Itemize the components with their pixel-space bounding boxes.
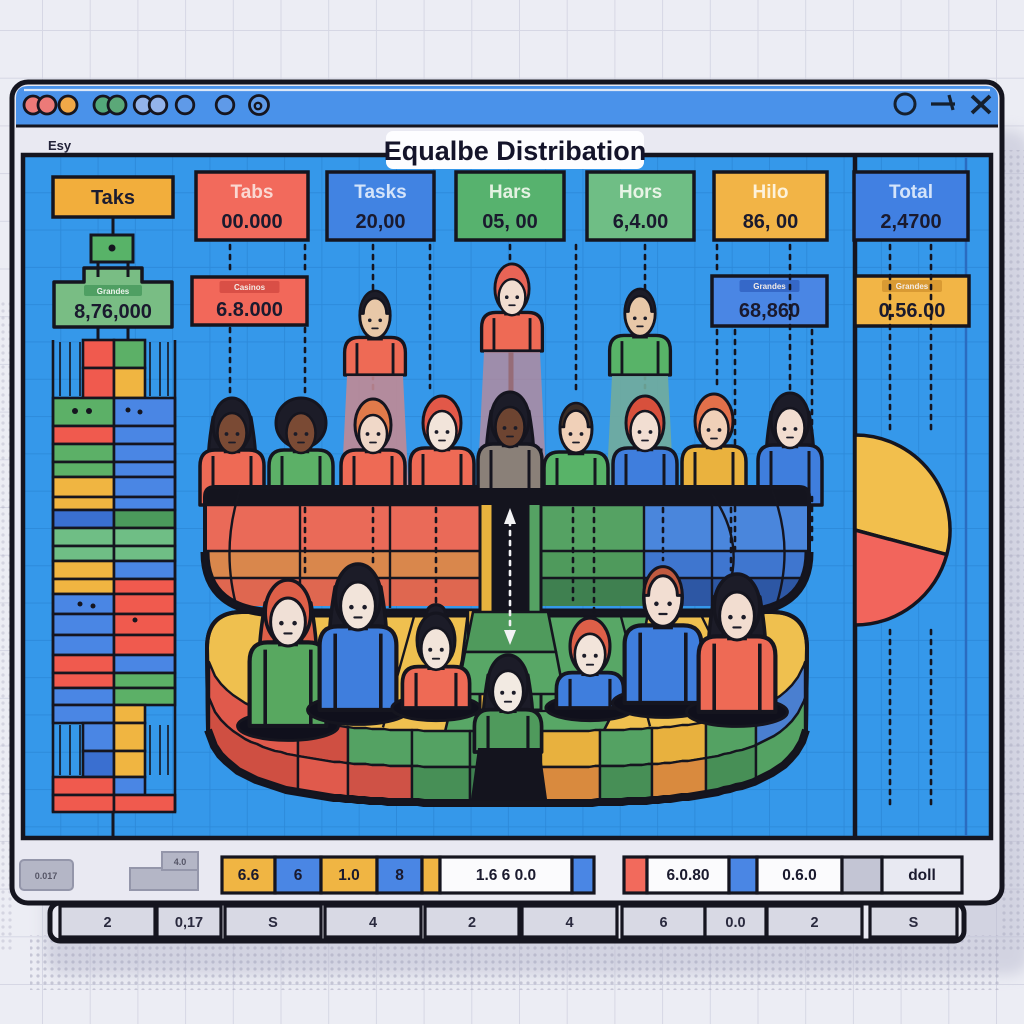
svg-text:S: S — [909, 915, 919, 931]
svg-text:S: S — [268, 915, 278, 931]
svg-text:4.0: 4.0 — [174, 857, 187, 867]
svg-text:0,17: 0,17 — [175, 915, 203, 931]
svg-text:86, 00: 86, 00 — [743, 211, 799, 233]
svg-text:4: 4 — [565, 915, 573, 931]
svg-text:Esy: Esy — [48, 138, 72, 153]
svg-text:0.0: 0.0 — [725, 915, 745, 931]
svg-text:8,76,000: 8,76,000 — [74, 301, 152, 323]
svg-text:6.0.80: 6.0.80 — [666, 867, 709, 884]
svg-text:6: 6 — [659, 915, 667, 931]
svg-text:1.0: 1.0 — [338, 867, 360, 884]
svg-text:Grandes: Grandes — [896, 282, 929, 291]
svg-text:Hilo: Hilo — [753, 182, 789, 203]
svg-text:2: 2 — [810, 915, 818, 931]
svg-text:Casinos: Casinos — [234, 283, 266, 292]
svg-text:68,860: 68,860 — [739, 300, 800, 322]
svg-text:2: 2 — [103, 915, 111, 931]
svg-text:doll: doll — [908, 867, 936, 884]
svg-text:05, 00: 05, 00 — [482, 211, 538, 233]
svg-text:Total: Total — [889, 182, 933, 203]
svg-text:00.000: 00.000 — [221, 211, 282, 233]
svg-text:Hars: Hars — [489, 182, 531, 203]
svg-text:0.6.0: 0.6.0 — [782, 867, 816, 884]
svg-text:Hors: Hors — [619, 182, 662, 203]
svg-text:6.8.000: 6.8.000 — [216, 299, 283, 321]
svg-text:Equalbe Distribation: Equalbe Distribation — [384, 136, 647, 166]
svg-text:Grandes: Grandes — [97, 287, 130, 296]
svg-text:2: 2 — [468, 915, 476, 931]
svg-text:Tabs: Tabs — [231, 182, 274, 203]
svg-text:0.017: 0.017 — [35, 871, 58, 881]
svg-text:Grandes: Grandes — [753, 282, 786, 291]
svg-text:1.6 6 0.0: 1.6 6 0.0 — [476, 867, 536, 884]
svg-text:6: 6 — [294, 867, 303, 884]
svg-text:8: 8 — [395, 867, 404, 884]
svg-text:2,4700: 2,4700 — [880, 211, 941, 233]
svg-text:4: 4 — [369, 915, 377, 931]
svg-text:Tasks: Tasks — [354, 182, 406, 203]
svg-text:6.6: 6.6 — [238, 867, 260, 884]
svg-text:0.56.00: 0.56.00 — [879, 300, 946, 322]
svg-text:Taks: Taks — [91, 187, 135, 209]
svg-text:6,4.00: 6,4.00 — [613, 211, 669, 233]
svg-text:20,00: 20,00 — [355, 211, 405, 233]
